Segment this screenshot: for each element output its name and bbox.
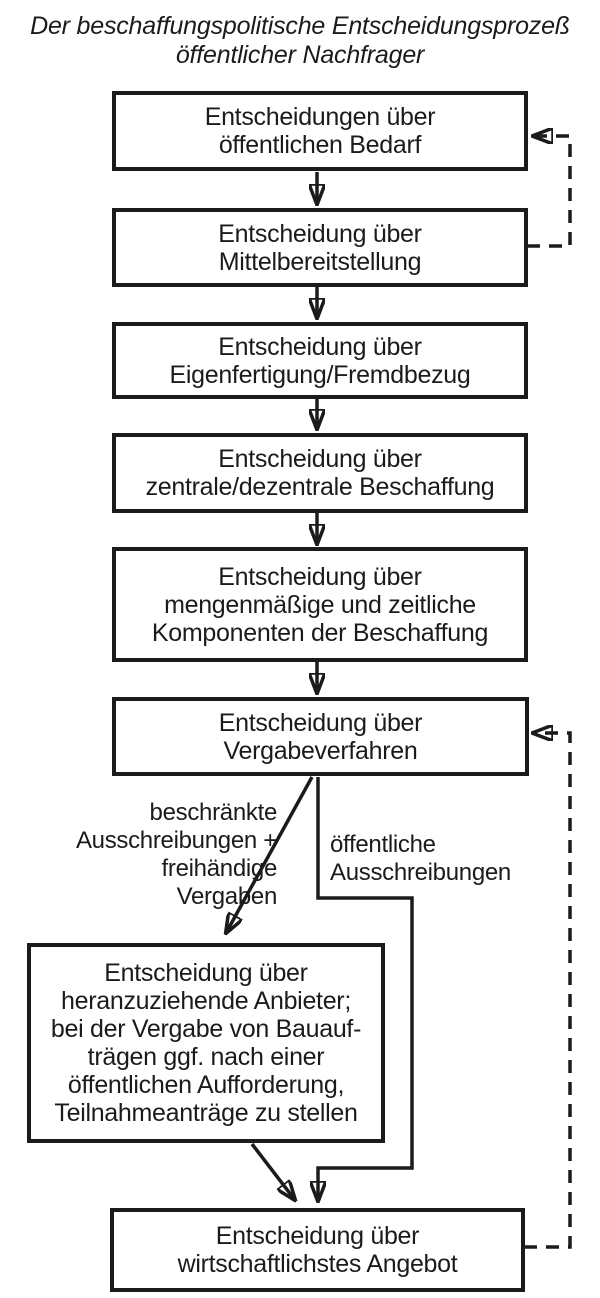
box-text-line: Entscheidung über bbox=[218, 332, 422, 361]
box-text-line: Eigenfertigung/Fremdbezug bbox=[169, 360, 471, 389]
edge-label-line: beschränkte bbox=[149, 799, 278, 826]
box-text-line: wirtschaftlichstes Angebot bbox=[177, 1250, 458, 1278]
box-text-line: Vergabeverfahren bbox=[223, 736, 418, 765]
diagram-title: Der beschaffungspolitische Entscheidungs… bbox=[0, 12, 600, 70]
edge-label-line: Vergaben bbox=[176, 883, 278, 910]
feedback-dashed-angebot-to-vergabeverfahren bbox=[524, 733, 572, 1249]
box-text-line: bei der Vergabe von Bauauf- bbox=[50, 1015, 362, 1043]
box-text-line: Entscheidung über bbox=[218, 219, 422, 248]
flow-box-wirtschaftlichstes-angebot: Entscheidung über wirtschaftlichstes Ang… bbox=[110, 1208, 525, 1292]
edge-label-line: öffentliche bbox=[330, 831, 436, 858]
box-text-line: Entscheidungen über bbox=[204, 103, 436, 131]
box-text-line: Entscheidung über bbox=[218, 445, 422, 473]
box-text-line: Komponenten der Beschaffung bbox=[151, 618, 489, 647]
box-text-line: heranzuziehende Anbieter; bbox=[61, 987, 351, 1015]
flow-box-zentrale-dezentrale-beschaffung: Entscheidung über zentrale/dezentrale Be… bbox=[112, 433, 528, 513]
box-text-line: Entscheidung über bbox=[218, 562, 422, 591]
box-text-line: öffentlichen Aufforderung, bbox=[67, 1071, 345, 1099]
flow-box-eigenfertigung-fremdbezug: Entscheidung über Eigenfertigung/Fremdbe… bbox=[112, 322, 528, 399]
edge-label-line: Ausschreibungen bbox=[330, 859, 511, 886]
box-text-line: trägen ggf. nach einer bbox=[87, 1043, 325, 1071]
edge-label-line: freihändige bbox=[161, 855, 278, 882]
flow-box-mengen-zeit-komponenten: Entscheidung über mengenmäßige und zeitl… bbox=[112, 547, 528, 662]
feedback-dashed-mittelbereitstellung-to-bedarf bbox=[527, 136, 572, 248]
edge-label-line: Ausschreibungen + bbox=[75, 827, 277, 854]
edge-label-beschraenkte-ausschreibungen: beschränkte Ausschreibungen + freihändig… bbox=[28, 799, 277, 911]
arrow-anbieter-to-angebot-diagonal bbox=[250, 1142, 295, 1200]
diagram-title-line-1: Der beschaffungspolitische Entscheidungs… bbox=[30, 12, 570, 40]
flow-box-oeffentlicher-bedarf: Entscheidungen über öffentlichen Bedarf bbox=[112, 91, 528, 171]
flow-box-heranzuziehende-anbieter: Entscheidung über heranzuziehende Anbiet… bbox=[27, 943, 385, 1143]
flow-box-vergabeverfahren: Entscheidung über Vergabeverfahren bbox=[112, 697, 529, 776]
edge-label-oeffentliche-ausschreibungen: öffentliche Ausschreibungen bbox=[330, 831, 560, 887]
box-text-line: zentrale/dezentrale Beschaffung bbox=[145, 473, 495, 501]
box-text-line: Mittelbereitstellung bbox=[218, 247, 422, 276]
flow-box-mittelbereitstellung: Entscheidung über Mittelbereitstellung bbox=[112, 208, 528, 287]
box-text-line: Entscheidung über bbox=[104, 959, 308, 987]
box-text-line: mengenmäßige und zeitliche bbox=[164, 590, 476, 619]
box-text-line: Entscheidung über bbox=[218, 708, 423, 737]
diagram-title-line-2: öffentlicher Nachfrager bbox=[175, 41, 425, 69]
box-text-line: Teilnahmeanträge zu stellen bbox=[54, 1099, 358, 1127]
box-text-line: öffentlichen Bedarf bbox=[218, 131, 422, 159]
box-text-line: Entscheidung über bbox=[215, 1222, 420, 1250]
